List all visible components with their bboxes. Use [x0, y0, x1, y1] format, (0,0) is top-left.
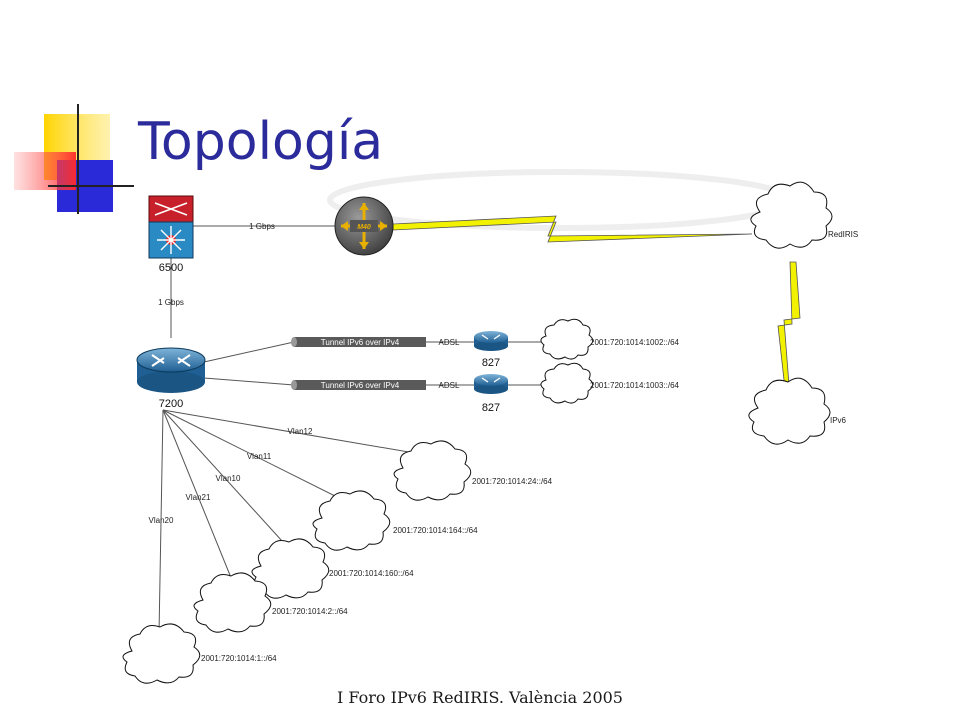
watermark-ellipse	[327, 169, 793, 231]
lightning-rediris-ipv6	[777, 261, 801, 399]
logo-squares	[14, 104, 134, 214]
label-prefix-164: 2001:720:1014:164::/64	[393, 526, 478, 535]
label-prefix-1: 2001:720:1014:1::/64	[201, 654, 277, 663]
link-vlan21	[162, 409, 237, 591]
label-vlan21: Vlan21	[186, 493, 211, 502]
label-gbps-vertical: 1 Gbps	[158, 298, 184, 307]
juniper-m40	[334, 196, 394, 256]
link-vlan11	[162, 409, 356, 507]
cloud-rediris	[750, 181, 833, 249]
router-827b-bottom	[474, 384, 508, 394]
router-7200-top	[136, 347, 206, 373]
label-6500: 6500	[159, 262, 183, 274]
label-7200: 7200	[159, 398, 183, 410]
router-7200	[136, 347, 206, 393]
cloud-ipv6	[748, 377, 831, 445]
tunnel-a-end	[291, 337, 297, 347]
connections	[158, 225, 544, 635]
label-ipv6: IPv6	[830, 416, 847, 425]
router-827-a	[474, 331, 508, 351]
lightning-m40-rediris	[392, 215, 753, 243]
label-prefix-160: 2001:720:1014:160::/64	[329, 569, 414, 578]
link-7200-tunnel-a	[203, 341, 295, 363]
switch-6500	[148, 195, 194, 259]
label-827-b: 827	[482, 402, 500, 414]
tunnel-a	[291, 337, 426, 347]
slide-footer: I Foro IPv6 RedIRIS. València 2005	[337, 688, 623, 707]
router-7200-bottom	[137, 371, 205, 393]
switch-6500-top-arrows	[154, 202, 188, 216]
tunnel-b	[291, 380, 426, 390]
red-square	[14, 152, 76, 190]
label-m40: M40	[357, 224, 371, 231]
label-prefix-24: 2001:720:1014:24::/64	[472, 477, 553, 486]
link-vlan10	[162, 409, 293, 553]
label-prefix-1002: 2001:720:1014:1002::/64	[590, 338, 680, 347]
label-rediris: RedIRIS	[828, 230, 858, 239]
link-vlan12	[162, 409, 433, 457]
router-827b-arrows	[481, 377, 501, 383]
label-vlan12: Vlan12	[288, 427, 313, 436]
label-tunnel-a: Tunnel IPv6 over IPv4	[321, 338, 400, 347]
router-827a-top	[474, 331, 508, 343]
link-7200-tunnel-b	[203, 377, 295, 386]
link-vlan20	[158, 409, 164, 635]
slide-title: Topología	[138, 112, 384, 172]
label-vlan10: Vlan10	[216, 474, 241, 483]
label-vlan20: Vlan20	[149, 516, 174, 525]
label-adsl-a: ADSL	[439, 338, 460, 347]
label-prefix-1003: 2001:720:1014:1003::/64	[590, 381, 680, 390]
router-827a-arrows	[481, 334, 501, 340]
label-827-a: 827	[482, 357, 500, 369]
tunnel-a-pipe	[294, 337, 426, 347]
label-vlan11: Vlan11	[247, 452, 272, 461]
switch-6500-star	[157, 226, 185, 254]
router-7200-arrows	[151, 354, 191, 367]
label-adsl-b: ADSL	[439, 381, 460, 390]
clouds	[122, 181, 833, 684]
tunnel-b-end	[291, 380, 297, 390]
tunnel-b-pipe	[294, 380, 426, 390]
m40-label-bg	[350, 220, 378, 232]
label-prefix-2: 2001:720:1014:2::/64	[272, 607, 348, 616]
label-gbps-top: 1 Gbps	[249, 222, 275, 231]
cloud-1	[122, 623, 201, 684]
cloud-1002	[540, 318, 594, 360]
cloud-24	[393, 440, 472, 501]
router-827a-bottom	[474, 341, 508, 351]
cloud-2	[193, 572, 272, 633]
label-tunnel-b: Tunnel IPv6 over IPv4	[321, 381, 400, 390]
router-827-b	[474, 374, 508, 394]
router-827b-top	[474, 374, 508, 386]
cloud-1003	[540, 362, 594, 404]
cloud-164	[312, 490, 391, 551]
